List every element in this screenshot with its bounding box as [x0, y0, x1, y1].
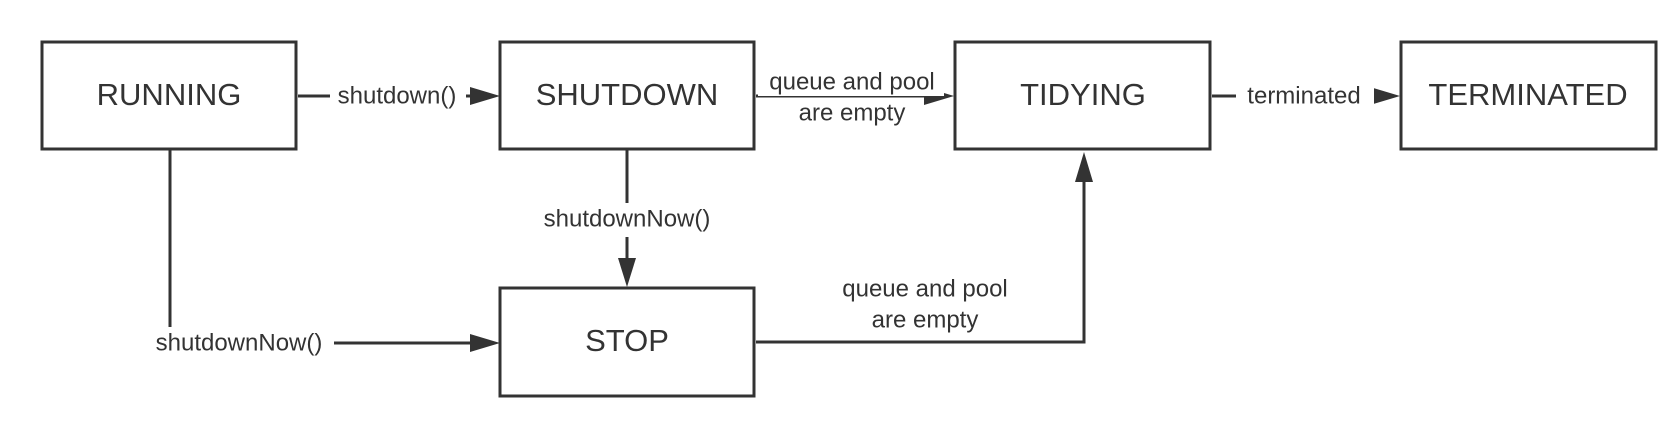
edge-running-to-stop: shutdownNow() — [142, 150, 500, 359]
edge-label-background — [330, 80, 466, 112]
state-terminated: TERMINATED — [1399, 40, 1658, 151]
edge-label-terminated: terminated — [1247, 82, 1360, 109]
edge-label-background — [1236, 80, 1374, 112]
edge-label-background — [788, 100, 914, 128]
state-tidying: TIDYING — [953, 40, 1212, 151]
edge-label-queue-pool-empty-line1: queue and pool — [842, 275, 1008, 302]
edge-tidying-to-terminated: terminated — [1212, 80, 1400, 112]
state-label-terminated: TERMINATED — [1428, 77, 1627, 112]
arrowhead — [1370, 87, 1400, 105]
edge-line — [168, 150, 470, 345]
state-box — [498, 40, 756, 151]
edge-running-to-shutdown: shutdown() — [298, 80, 500, 112]
edge-label-shutdownnow: shutdownNow() — [544, 205, 711, 232]
state-box — [498, 286, 756, 398]
state-box — [40, 40, 298, 151]
state-stop: STOP — [498, 286, 756, 398]
arrowhead — [470, 87, 500, 105]
arrowhead — [618, 258, 636, 287]
state-shutdown: SHUTDOWN — [498, 40, 756, 151]
state-box — [953, 40, 1212, 151]
edge-shutdown-to-stop: shutdownNow() — [530, 150, 724, 287]
state-box — [1399, 40, 1658, 151]
state-label-shutdown: SHUTDOWN — [536, 77, 719, 112]
edge-label-queue-pool-empty-line2: are empty — [799, 99, 906, 126]
edge-label-shutdownnow: shutdownNow() — [156, 329, 323, 356]
edge-label-shutdown: shutdown() — [338, 82, 457, 109]
edge-label-background — [758, 70, 944, 96]
state-label-running: RUNNING — [97, 77, 242, 112]
arrowhead — [1075, 152, 1093, 182]
edge-label-background — [142, 327, 334, 359]
state-running: RUNNING — [40, 40, 298, 151]
edge-stop-to-tidying: queue and pool are empty — [756, 152, 1093, 344]
edge-label-background — [530, 203, 724, 237]
edge-label-queue-pool-empty-line1: queue and pool — [769, 68, 935, 95]
edge-shutdown-to-tidying: queue and pool are empty — [756, 68, 954, 128]
arrowhead — [470, 334, 500, 352]
state-label-tidying: TIDYING — [1020, 77, 1146, 112]
state-label-stop: STOP — [585, 323, 669, 358]
edge-label-queue-pool-empty-line2: are empty — [872, 306, 979, 333]
edge-line — [756, 182, 1086, 344]
